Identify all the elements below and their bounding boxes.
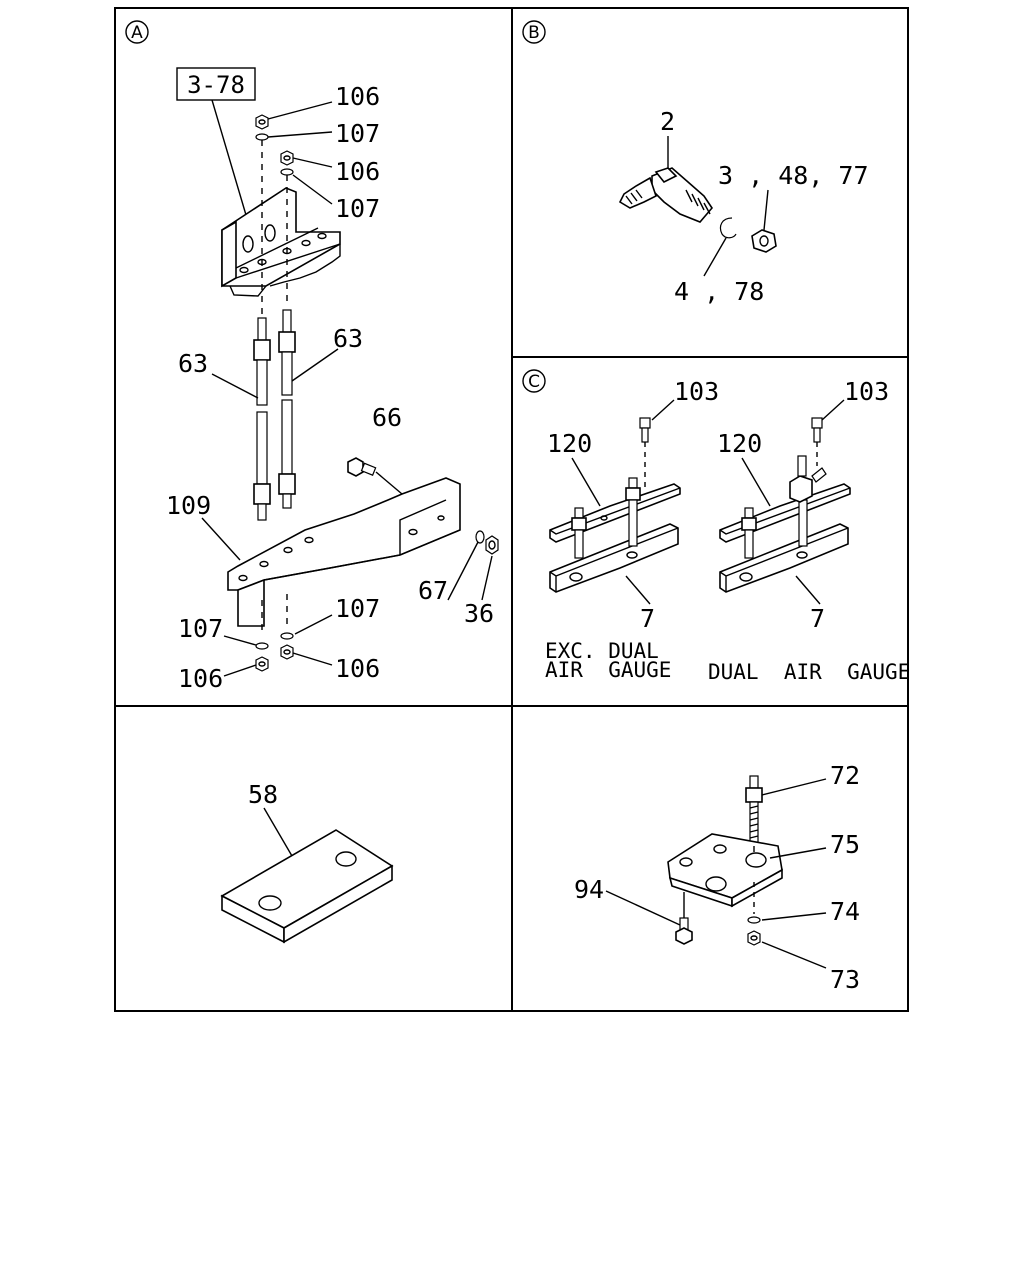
label-2[interactable]: 2 (660, 107, 675, 136)
panel-e: 72 75 94 74 73 (574, 761, 860, 994)
upper-bracket (221, 187, 341, 297)
label-63-right[interactable]: 63 (333, 324, 363, 353)
nut-36 (485, 535, 499, 555)
bracket-assembly-dual (719, 417, 851, 593)
label-74[interactable]: 74 (830, 897, 860, 926)
label-36[interactable]: 36 (464, 599, 494, 628)
label-7-left[interactable]: 7 (640, 604, 655, 633)
label-66[interactable]: 66 (372, 403, 402, 432)
tee-fitting (618, 167, 714, 223)
leaders-panel-e (605, 778, 827, 969)
label-106-bottom-right[interactable]: 106 (335, 654, 380, 683)
leaders-panel-b (667, 136, 769, 277)
panel-a-marker (125, 20, 149, 44)
panel-c: C (522, 369, 910, 684)
label-58[interactable]: 58 (248, 780, 278, 809)
bolt-94 (675, 917, 693, 945)
label-106-bottom-left[interactable]: 106 (178, 664, 223, 693)
label-120-right[interactable]: 120 (717, 429, 762, 458)
hex-nut (751, 229, 777, 253)
label-3-48-77[interactable]: 3 , 48, 77 (718, 161, 869, 190)
top-washer-left (255, 133, 269, 141)
ref-box-label[interactable]: 3-78 (187, 71, 245, 99)
label-106-mid[interactable]: 106 (335, 157, 380, 186)
leader-ref-box (211, 99, 247, 216)
top-washer-right (280, 168, 294, 176)
plate-58 (220, 829, 394, 944)
panel-c-letter: C (528, 372, 540, 392)
top-nut-right (280, 150, 294, 166)
label-63-left[interactable]: 63 (178, 349, 208, 378)
caption-exc-dual-line2: AIR GAUGE (545, 658, 671, 682)
caption-dual-air-gauge: DUAL AIR GAUGE (708, 660, 910, 684)
label-72[interactable]: 72 (830, 761, 860, 790)
leaders-panel-c (571, 399, 845, 605)
stud-left (253, 317, 271, 521)
diagram-frame (114, 7, 909, 1012)
label-106-top[interactable]: 106 (335, 82, 380, 111)
label-107-bottom-right[interactable]: 107 (335, 594, 380, 623)
stud-right (278, 309, 296, 509)
panel-b: B 2 3 , 48, 77 4 , 78 (522, 20, 869, 306)
washer-67 (475, 530, 485, 544)
label-107-mid[interactable]: 107 (335, 194, 380, 223)
bolt-66-axis (375, 471, 403, 495)
leaders-panel-a (201, 101, 493, 677)
top-nut-left (255, 114, 269, 130)
snap-ring (719, 217, 737, 239)
panel-b-letter: B (528, 23, 540, 43)
caption-exc-dual-line1: EXC. DUAL (545, 639, 659, 663)
label-109[interactable]: 109 (166, 491, 211, 520)
label-67[interactable]: 67 (418, 576, 448, 605)
label-103-right[interactable]: 103 (844, 377, 889, 406)
washer-74 (747, 916, 761, 924)
label-103-left[interactable]: 103 (674, 377, 719, 406)
bottom-nut-left (255, 656, 269, 672)
plate-75 (667, 833, 783, 908)
stud-72 (745, 775, 763, 847)
panel-a-letter: A (131, 23, 143, 43)
ref-box-outline (176, 67, 256, 101)
label-107-top[interactable]: 107 (335, 119, 380, 148)
nut-73 (747, 930, 761, 946)
label-120-left[interactable]: 120 (547, 429, 592, 458)
leader-58 (263, 807, 293, 857)
bottom-washer-right (280, 632, 294, 640)
label-94[interactable]: 94 (574, 875, 604, 904)
panel-a: A 3-78 (125, 20, 499, 693)
label-4-78[interactable]: 4 , 78 (674, 277, 764, 306)
panel-d: 58 (220, 780, 394, 944)
bracket-assembly-exc-dual (549, 417, 681, 593)
label-73[interactable]: 73 (830, 965, 860, 994)
panel-c-marker (522, 369, 546, 393)
bottom-washer-left (255, 642, 269, 650)
label-75[interactable]: 75 (830, 830, 860, 859)
lower-bracket (227, 477, 461, 627)
bottom-nut-right (280, 644, 294, 660)
label-107-bottom-left[interactable]: 107 (178, 614, 223, 643)
panel-b-marker (522, 20, 546, 44)
label-7-right[interactable]: 7 (810, 604, 825, 633)
bolt-66 (347, 457, 377, 477)
